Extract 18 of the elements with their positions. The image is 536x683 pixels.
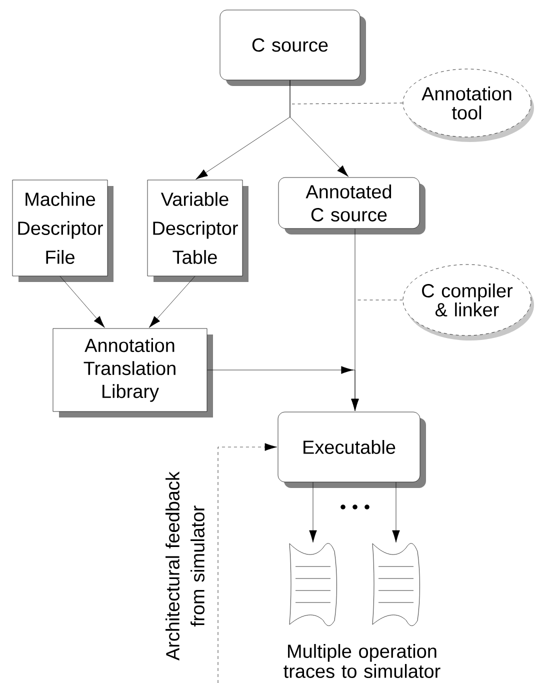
caption-text: Multiple operation traces to simulator [284,644,440,678]
document-symbol [372,543,420,626]
arrow [60,276,105,328]
arrow [207,366,359,411]
process-box: Machine Descriptor File [12,180,114,282]
rounded-box: Executable [278,412,426,488]
rounded-box: Annotated C source [278,177,426,234]
rounded-box: C source [220,10,366,86]
edge-label: Architectural feedback from simulator [164,460,206,672]
arrow [149,276,196,328]
arrow [218,443,277,683]
process-box: Variable Descriptor Table [147,180,248,282]
arrow [392,482,400,543]
process-box: Annotation Translation Library [52,328,213,418]
leader-line [292,102,403,104]
document-symbol [289,543,337,626]
arrow [290,80,348,177]
arrow [309,482,317,543]
